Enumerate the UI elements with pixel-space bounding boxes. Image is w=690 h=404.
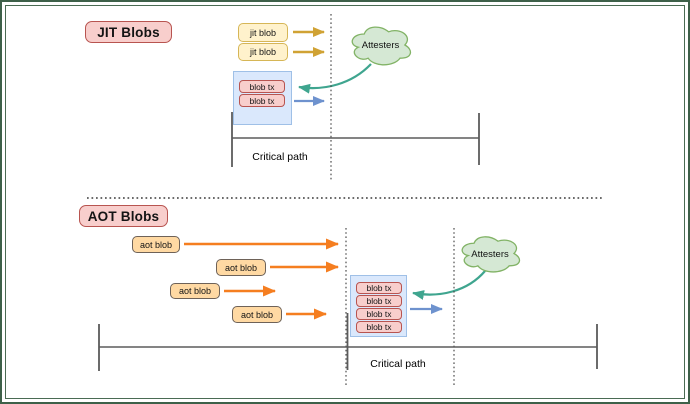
jit-blob-box-2: jit blob	[238, 43, 288, 61]
aot-blob-tx-box-4: blob tx	[356, 321, 402, 333]
jit-blob-box-1: jit blob	[238, 23, 288, 42]
jit-critical-path-label: Critical path	[252, 150, 308, 163]
aot-attesters-cloud	[461, 236, 521, 273]
aot-attesters-label: Attesters	[471, 248, 509, 260]
aot-blob-tx-box-2: blob tx	[356, 295, 402, 307]
aot-section-title: AOT Blobs	[79, 205, 168, 227]
aot-blob-tx-box-3: blob tx	[356, 308, 402, 320]
aot-attestation-arrow	[412, 270, 486, 300]
aot-blob-box-3: aot blob	[170, 283, 220, 299]
aot-blob-tx-box-1: blob tx	[356, 282, 402, 294]
jit-blob-tx-box-1: blob tx	[239, 80, 285, 93]
jit-blob-tx-box-2: blob tx	[239, 94, 285, 107]
jit-attesters-label: Attesters	[361, 39, 400, 51]
aot-critical-path-label: Critical path	[370, 357, 426, 370]
aot-blob-box-2: aot blob	[216, 259, 266, 276]
jit-attestation-arrow	[298, 63, 372, 94]
jit-attesters-cloud	[351, 26, 412, 66]
aot-blob-box-1: aot blob	[132, 236, 180, 253]
aot-blob-box-4: aot blob	[232, 306, 282, 323]
jit-section-title: JIT Blobs	[85, 21, 172, 43]
